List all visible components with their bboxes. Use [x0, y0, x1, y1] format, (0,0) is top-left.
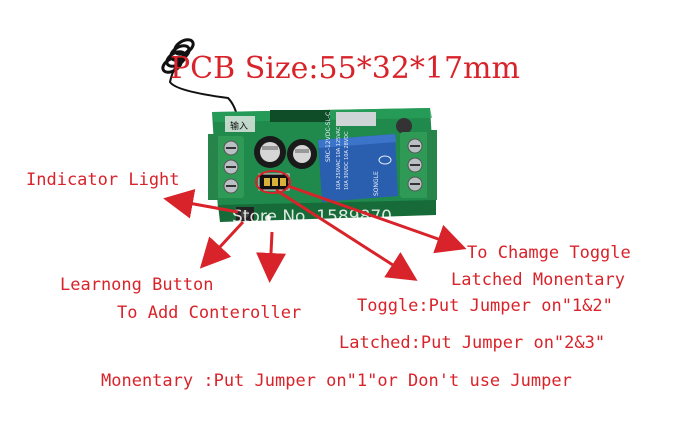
toggle-heading: To Chamge Toggle — [467, 243, 631, 263]
relay-brand: SONGLE — [373, 171, 380, 196]
arrow-indicator — [163, 188, 239, 219]
add-controller-label: To Add Conteroller — [117, 303, 302, 323]
arrow-toggle — [287, 184, 467, 254]
relay-text-3: 10A 30VDC 10A 28VDC — [344, 131, 350, 190]
arrow-latched — [275, 188, 418, 281]
capacitors — [254, 136, 317, 169]
indicator-led — [265, 215, 271, 221]
right-terminal-block — [400, 130, 437, 200]
store-watermark: Store No.:1589870 — [232, 207, 392, 227]
arrow-learn-2 — [256, 231, 286, 283]
red-highlight-ellipse — [255, 170, 291, 194]
indicator-light-label: Indicator Light — [26, 170, 180, 190]
relay-text-2: 10A 250VAC 10A 125VAC — [336, 126, 342, 190]
relay: SRC-12VDC-SL-C 10A 250VAC 10A 125VAC 10A… — [318, 112, 398, 202]
momentary-description: Monentary :Put Jumper on"1"or Don't use … — [101, 371, 572, 391]
jumper-header — [258, 173, 290, 191]
antenna-coil — [161, 38, 239, 119]
latched-heading: Latched Monentary — [451, 270, 625, 290]
pcb-size-title: PCB Size:55*32*17mm — [170, 51, 520, 86]
learning-button — [236, 207, 254, 221]
learning-button-label: Learnong Button — [60, 275, 214, 295]
latched-description: Latched:Put Jumper on"2&3" — [339, 333, 606, 353]
annotation-arrows — [163, 184, 467, 283]
relay-text-1: SRC-12VDC-SL-C — [325, 112, 332, 162]
left-terminal-block — [208, 134, 244, 200]
arrow-learn-1 — [199, 220, 245, 269]
toggle-description: Toggle:Put Jumper on"1&2" — [357, 296, 613, 316]
input-label: 输入 — [230, 120, 248, 132]
